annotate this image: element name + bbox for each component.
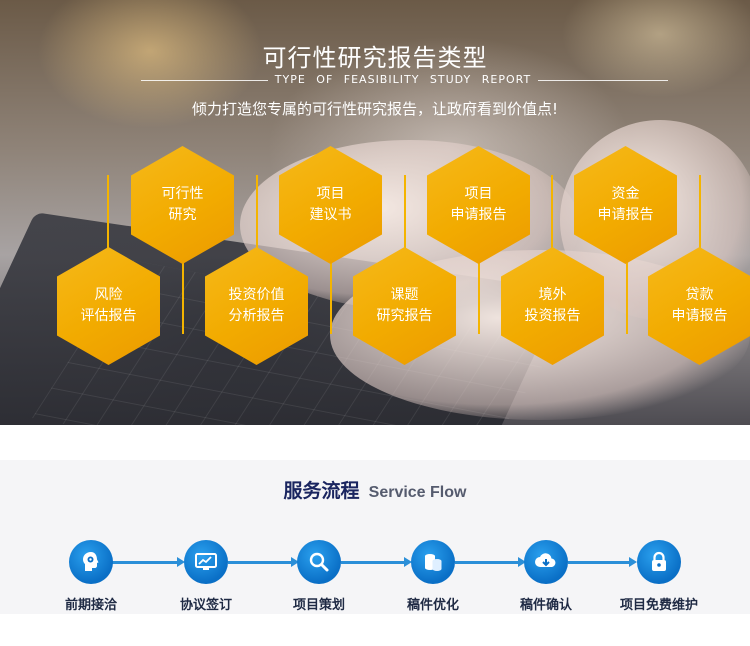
accent-line	[182, 262, 184, 334]
flow-connector	[568, 561, 632, 564]
report-type-line1: 课题	[390, 287, 419, 303]
report-type-line1: 项目	[464, 186, 493, 202]
report-type-line1: 可行性	[161, 186, 204, 202]
report-type-line1: 资金	[611, 186, 640, 202]
monitor-chart-icon[interactable]	[184, 540, 228, 584]
accent-line	[404, 175, 406, 270]
arrow-right-icon	[629, 557, 637, 567]
report-type-line2: 申请报告	[671, 308, 728, 324]
arrow-right-icon	[291, 557, 299, 567]
report-type-hex[interactable]: 可行性 研究	[131, 146, 234, 264]
arrow-right-icon	[404, 557, 412, 567]
service-flow-section	[0, 460, 750, 614]
magnifier-icon[interactable]	[297, 540, 341, 584]
arrow-right-icon	[518, 557, 526, 567]
coin-stack-icon[interactable]	[411, 540, 455, 584]
accent-line	[626, 262, 628, 334]
title-divider-left	[141, 80, 268, 81]
report-type-line2: 研究	[168, 207, 197, 223]
flow-connector	[341, 561, 407, 564]
accent-line	[256, 175, 258, 270]
report-type-line2: 建议书	[309, 207, 352, 223]
accent-line	[551, 175, 553, 270]
cloud-download-icon[interactable]	[524, 540, 568, 584]
flow-step-label: 项目免费维护	[619, 598, 698, 613]
hero-banner: 可行性研究报告类型 TYPE OF FEASIBILITY STUDY REPO…	[0, 0, 750, 425]
accent-line	[478, 262, 480, 334]
accent-line	[330, 262, 332, 334]
hero-subtitle-en: TYPE OF FEASIBILITY STUDY REPORT	[274, 73, 532, 86]
report-type-line1: 风险	[94, 287, 123, 303]
accent-line	[699, 175, 701, 270]
report-type-line1: 投资价值	[228, 287, 285, 303]
hero-slogan: 倾力打造您专属的可行性研究报告，让政府看到价值点!	[191, 100, 559, 118]
flow-connector	[455, 561, 521, 564]
flow-step-label: 稿件优化	[406, 598, 459, 613]
flow-connector	[112, 561, 180, 564]
report-type-line2: 评估报告	[80, 308, 137, 324]
report-type-line2: 申请报告	[450, 207, 507, 223]
report-type-line1: 项目	[316, 186, 345, 202]
service-flow-title-cn: 服务流程	[283, 480, 360, 502]
report-type-line2: 研究报告	[376, 308, 433, 324]
flow-step-label: 协议签订	[179, 598, 232, 613]
service-flow-title: 服务流程 Service Flow	[0, 476, 750, 503]
report-type-line2: 分析报告	[228, 308, 285, 324]
service-flow-title-en: Service Flow	[368, 484, 467, 501]
arrow-right-icon	[177, 557, 185, 567]
flow-step-label: 稿件确认	[519, 598, 572, 613]
lock-icon[interactable]	[637, 540, 681, 584]
flow-step-label: 前期接洽	[64, 598, 117, 613]
report-type-hex[interactable]: 资金 申请报告	[574, 146, 677, 264]
report-type-line1: 贷款	[685, 287, 714, 303]
report-type-line1: 境外	[538, 287, 567, 303]
hero-title: 可行性研究报告类型	[262, 44, 488, 72]
report-type-line2: 申请报告	[597, 207, 654, 223]
flow-connector	[228, 561, 294, 564]
accent-line	[107, 175, 109, 270]
title-divider-right	[538, 80, 668, 81]
report-type-hex[interactable]: 境外 投资报告	[501, 247, 604, 365]
report-type-line2: 投资报告	[524, 308, 581, 324]
flow-step-label: 项目策划	[292, 598, 345, 613]
head-gear-icon[interactable]	[69, 540, 113, 584]
